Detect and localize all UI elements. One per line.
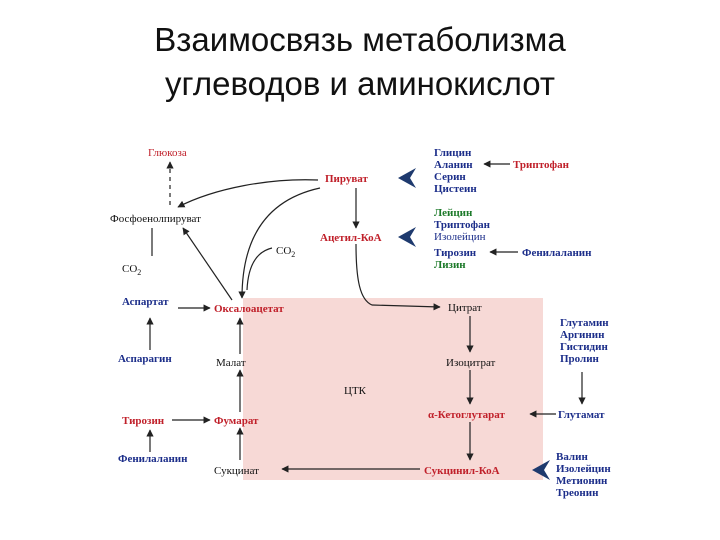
tyrosine-label: Тирозин — [122, 415, 165, 427]
isocitrate-label: Изоцитрат — [446, 357, 496, 369]
chevron-succinyl-icon — [532, 460, 550, 480]
aa-succ-3: Треонин — [556, 487, 599, 499]
co2-to-oxaloacetate-line — [246, 247, 273, 291]
aa-glu-1: Аргинин — [560, 329, 605, 341]
co2-mid-sub: 2 — [291, 250, 295, 259]
aa-glu-3: Пролин — [560, 353, 600, 365]
aa-acetyl-4: Лизин — [434, 259, 466, 271]
acetyl-coa-label: Ацетил-КоА — [320, 232, 382, 244]
title-line-1: Взаимосвязь метаболизма — [154, 21, 566, 58]
aa-acetyl-0: Лейцин — [434, 207, 473, 219]
title-line-2: углеводов и аминокислот — [165, 65, 555, 102]
succinyl-coa-label: Сукцинил-КоА — [424, 465, 500, 477]
citrate-label: Цитрат — [448, 302, 482, 314]
aa-glu-0: Глутамин — [560, 317, 609, 329]
acetyl-to-citrate-arrow — [355, 243, 441, 311]
pyruvate-to-pep-arrow — [177, 179, 319, 208]
co2-mid-text: CO — [276, 245, 291, 257]
chevron-acetyl-icon — [398, 227, 416, 247]
aa-pyr-3: Цистеин — [434, 183, 477, 195]
aa-acetyl-3: Тирозин — [434, 247, 477, 259]
aa-acetyl-2: Изолейцин — [434, 231, 486, 243]
co2-left-label: CO2 — [122, 263, 141, 277]
co2-left-sub: 2 — [137, 268, 141, 277]
pyruvate-to-oxaloacetate-arrow — [238, 187, 321, 299]
co2-left-text: CO — [122, 263, 137, 275]
asparagine-label: Аспарагин — [118, 353, 172, 365]
aa-succ-0: Валин — [556, 451, 588, 463]
aa-pyr-2: Серин — [434, 171, 466, 183]
aa-succ-2: Метионин — [556, 475, 608, 487]
aa-succ-1: Изолейцин — [556, 463, 611, 475]
malate-label: Малат — [216, 357, 246, 369]
aa-pyr-0: Глицин — [434, 147, 472, 159]
pyruvate-label: Пируват — [325, 173, 369, 185]
aa-pyr-1: Аланин — [434, 159, 473, 171]
alpha-kg-label: α-Кетоглутарат — [428, 409, 505, 421]
fumarate-label: Фумарат — [214, 415, 259, 427]
succinate-label: Сукцинат — [214, 465, 259, 477]
phenylalanine-acetyl-label: Фенилаланин — [522, 247, 592, 259]
aspartate-label: Аспартат — [122, 296, 169, 308]
slide-title: Взаимосвязь метаболизма углеводов и амин… — [0, 18, 720, 106]
glucose-label: Глюкоза — [148, 147, 187, 159]
co2-mid-label: CO2 — [276, 245, 295, 259]
tca-label: ЦТК — [344, 385, 367, 397]
phenylalanine-label: Фенилаланин — [118, 453, 188, 465]
aa-acetyl-1: Триптофан — [434, 219, 491, 231]
tca-cycle-box — [243, 298, 543, 480]
chevron-pyruvate-icon — [398, 168, 416, 188]
tryptophan-pyr-label: Триптофан — [513, 159, 570, 171]
pep-label: Фосфоенолпируват — [110, 213, 201, 225]
glutamate-label: Глутамат — [558, 409, 605, 421]
oxaloacetate-to-pep-arrow — [182, 227, 233, 301]
aa-glu-2: Гистидин — [560, 341, 608, 353]
oxaloacetate-label: Оксалоацетат — [214, 303, 284, 315]
